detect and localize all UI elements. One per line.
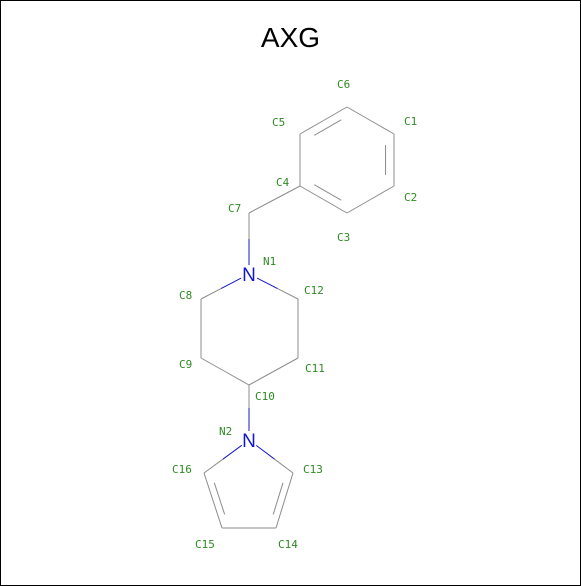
bond-C4-C7-half — [248, 199, 275, 214]
bond-C16-N2-half — [222, 444, 243, 460]
atom-label-c12: C12 — [304, 284, 324, 297]
bond-C5-C6 — [299, 120, 324, 135]
bond-C6-C1 — [346, 106, 371, 121]
bond-N1-C8-half — [200, 288, 222, 300]
bond-C9-C10-half — [224, 371, 250, 386]
bond-C13-C14-half — [275, 500, 285, 529]
bond-C12-N1 — [277, 288, 299, 300]
bond-C6-C1-half — [370, 120, 395, 135]
bond-C15-C16 — [212, 500, 223, 529]
bond-N1-C8 — [220, 277, 242, 290]
bond-C5-C6-half — [323, 106, 348, 121]
diagram-title: AXG — [260, 22, 321, 53]
element-symbol-n2: N — [242, 431, 256, 452]
bond-C4-C7 — [274, 185, 301, 200]
bond-C9-C10 — [200, 357, 226, 372]
double-bond-C3-C4 — [313, 184, 342, 201]
atom-label-c10: C10 — [255, 390, 275, 403]
bond-C3-C4-half — [299, 185, 324, 200]
atom-label-c15: C15 — [195, 538, 215, 551]
bond-C16-N2 — [203, 458, 224, 474]
bond-C2-C3 — [370, 185, 395, 200]
bond-C13-C14 — [284, 472, 294, 501]
bond-N2-C13 — [255, 444, 275, 460]
atom-label-n2: N2 — [219, 425, 232, 438]
atom-label-n1: N1 — [263, 255, 276, 268]
atom-label-c4: C4 — [276, 176, 290, 189]
atom-label-c13: C13 — [303, 463, 323, 476]
bond-C10-C11-half — [273, 357, 299, 372]
atom-label-c6: C6 — [337, 78, 350, 91]
atom-label-c1: C1 — [404, 115, 417, 128]
bond-C15-C16-half — [203, 472, 214, 501]
bond-C10-C11 — [248, 371, 274, 386]
double-bond-C13-C14 — [272, 482, 284, 515]
atom-label-c11: C11 — [305, 362, 325, 375]
atom-label-c7: C7 — [228, 202, 241, 215]
atom-label-c9: C9 — [179, 358, 192, 371]
bond-C3-C4 — [323, 199, 348, 214]
double-bond-C5-C6 — [313, 119, 342, 136]
bond-N2-C13-half — [274, 458, 294, 474]
atom-label-c8: C8 — [179, 289, 192, 302]
atom-label-c14: C14 — [278, 538, 298, 551]
bond-C2-C3-half — [346, 199, 371, 214]
atom-label-c16: C16 — [172, 463, 192, 476]
bond-C12-N1-half — [256, 277, 278, 289]
element-symbol-n1: N — [242, 265, 256, 286]
atom-label-c2: C2 — [404, 191, 417, 204]
atom-label-c5: C5 — [272, 116, 285, 129]
double-bond-C15-C16 — [213, 482, 226, 515]
atom-label-c3: C3 — [337, 231, 350, 244]
